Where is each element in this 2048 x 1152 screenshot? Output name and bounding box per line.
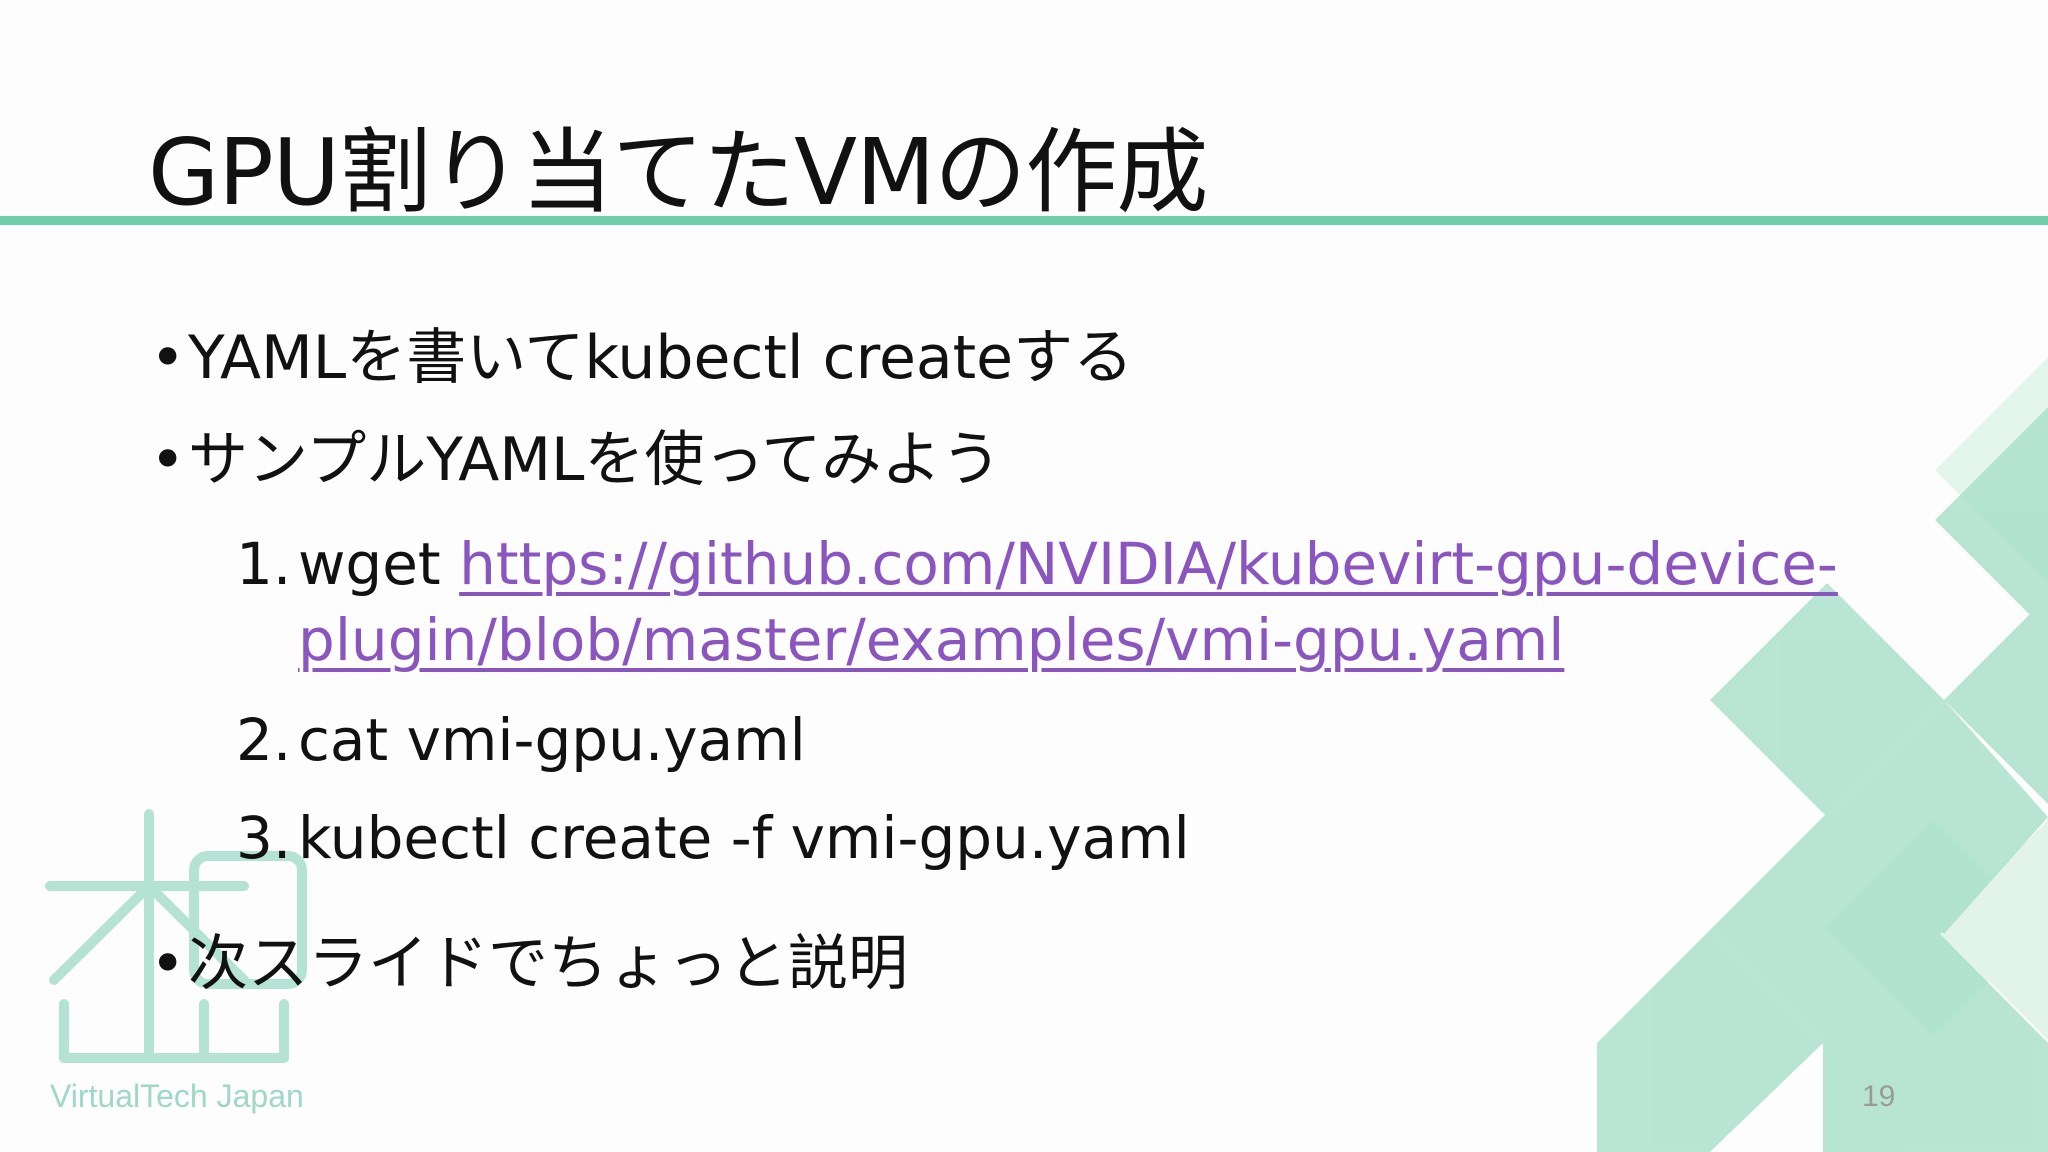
bullet-item: •サンプルYAMLを使ってみよう xyxy=(150,420,1001,500)
bullet-marker: • xyxy=(150,929,186,999)
step-prefix: wget xyxy=(298,530,460,598)
yaml-link-continuation: plugin/blob/master/examples/vmi-gpu.yaml xyxy=(298,602,1564,678)
title-underline xyxy=(0,216,2048,225)
page-number: 19 xyxy=(1862,1080,1896,1113)
step-number: 3. xyxy=(236,804,292,872)
step-number: 1. xyxy=(236,530,292,598)
slide-title: GPU割り当てたVMの作成 xyxy=(148,119,1208,226)
numbered-step: 1.wget https://github.com/NVIDIA/kubevir… xyxy=(236,526,1838,602)
bullet-text: 次スライドでちょっと説明 xyxy=(188,929,908,999)
logo-mark-icon xyxy=(45,809,307,1063)
step-text: cat vmi-gpu.yaml xyxy=(298,706,806,774)
bullet-text: YAMLを書いてkubectl createする xyxy=(188,323,1134,393)
yaml-link[interactable]: plugin/blob/master/examples/vmi-gpu.yaml xyxy=(298,606,1565,674)
brand-name: VirtualTech Japan xyxy=(50,1078,304,1114)
bullet-item: •次スライドでちょっと説明 xyxy=(150,924,908,1004)
bullet-text: サンプルYAMLを使ってみよう xyxy=(188,425,1002,495)
numbered-step: 2.cat vmi-gpu.yaml xyxy=(236,702,806,778)
bullet-marker: • xyxy=(150,323,186,393)
step-number: 2. xyxy=(236,706,292,774)
yaml-link[interactable]: https://github.com/NVIDIA/kubevirt-gpu-d… xyxy=(459,530,1838,598)
numbered-step: 3.kubectl create -f vmi-gpu.yaml xyxy=(236,800,1190,876)
step-text: kubectl create -f vmi-gpu.yaml xyxy=(298,804,1190,872)
bullet-marker: • xyxy=(150,425,186,495)
bullet-item: •YAMLを書いてkubectl createする xyxy=(150,318,1133,398)
